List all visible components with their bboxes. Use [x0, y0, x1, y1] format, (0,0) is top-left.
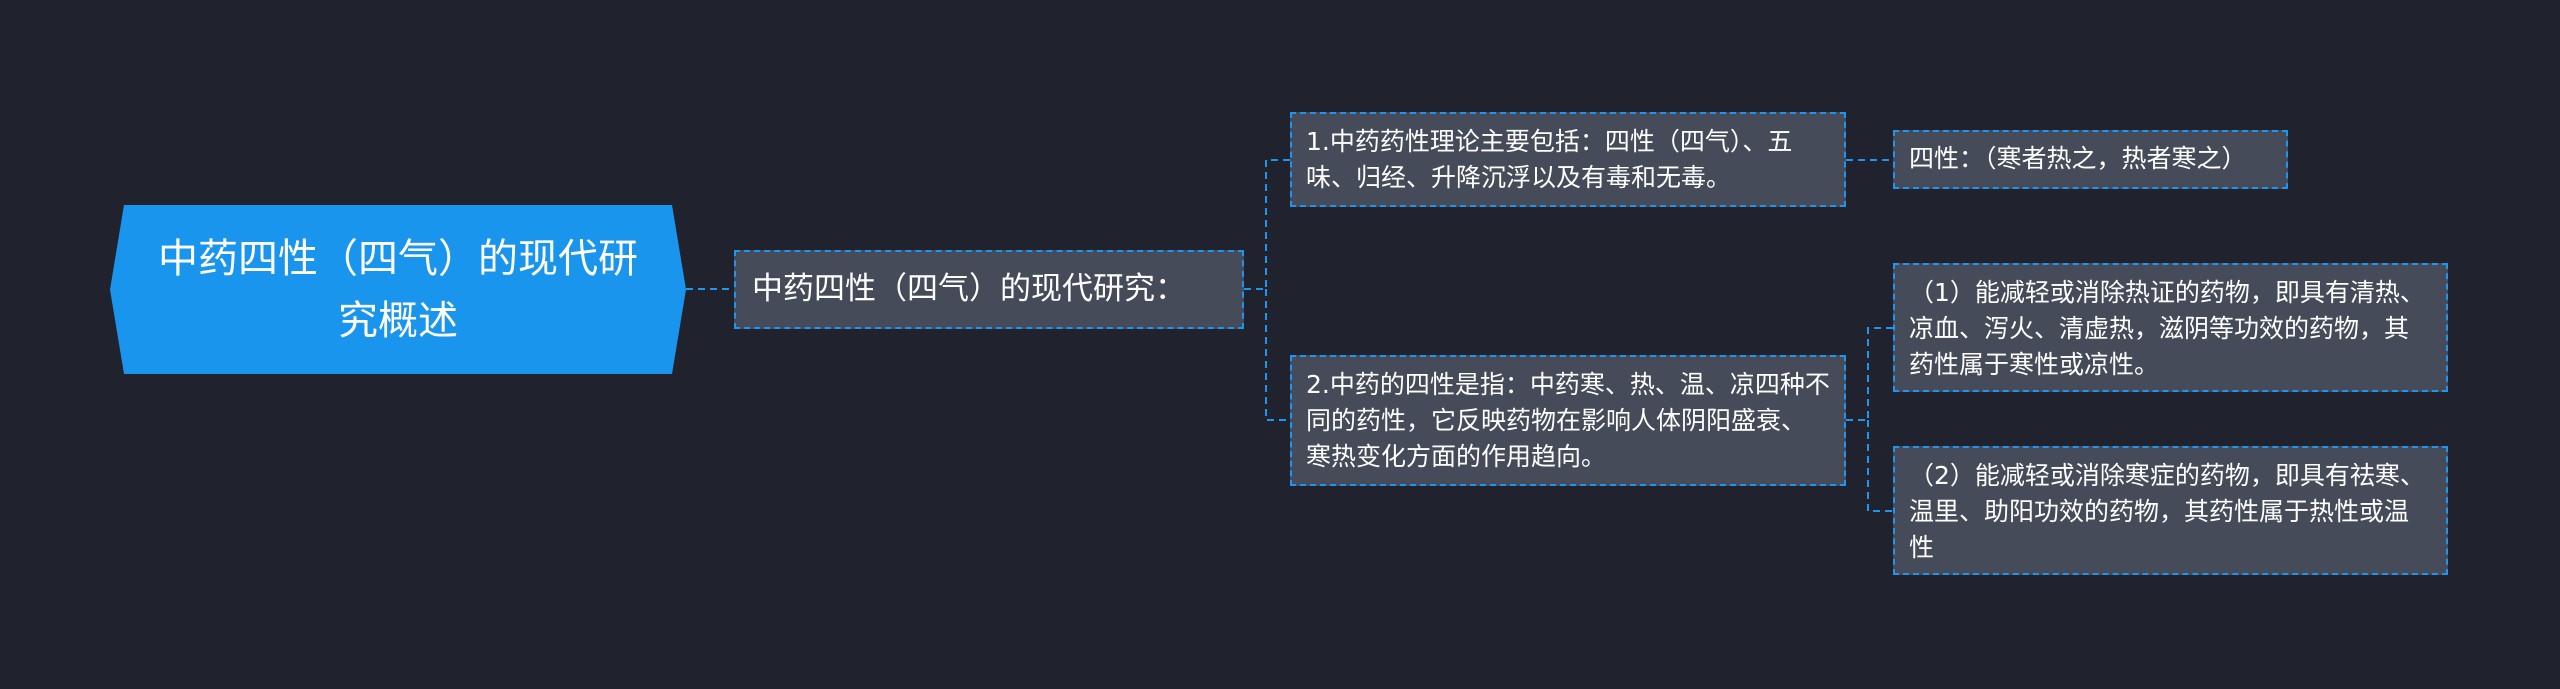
connector-branch-b-to-children [1846, 327, 1893, 421]
branch-b-node[interactable]: 2.中药的四性是指：中药寒、热、温、凉四种不同的药性，它反映药物在影响人体阴阳盛… [1290, 355, 1846, 486]
level1-node-label: 中药四性（四气）的现代研究： [752, 271, 1186, 307]
connector-level1-to-branch-a [1244, 159, 1290, 290]
level1-node[interactable]: 中药四性（四气）的现代研究： [734, 250, 1244, 329]
branch-a-child-label: 四性：（寒者热之，热者寒之） [1909, 144, 2247, 173]
connector-branch-b-to-child-2 [1867, 420, 1893, 512]
branch-b-node-label: 2.中药的四性是指：中药寒、热、温、凉四种不同的药性，它反映药物在影响人体阴阳盛… [1306, 370, 1830, 471]
branch-a-node[interactable]: 1.中药药性理论主要包括：四性（四气）、五味、归经、升降沉浮以及有毒和无毒。 [1290, 112, 1846, 207]
branch-b-child-1-label: （1）能减轻或消除热证的药物，即具有清热、凉血、泻火、清虚热，滋阴等功效的药物，… [1909, 278, 2425, 379]
branch-b-child-2-label: （2）能减轻或消除寒症的药物，即具有祛寒、温里、助阳功效的药物，其药性属于热性或… [1909, 461, 2425, 562]
root-node-label: 中药四性（四气）的现代研究概述 [158, 235, 638, 344]
root-node[interactable]: 中药四性（四气）的现代研究概述 [110, 205, 686, 374]
connector-level1-to-branch-b [1265, 289, 1290, 421]
branch-b-child-node-1[interactable]: （1）能减轻或消除热证的药物，即具有清热、凉血、泻火、清虚热，滋阴等功效的药物，… [1893, 263, 2448, 392]
branch-a-node-label: 1.中药药性理论主要包括：四性（四气）、五味、归经、升降沉浮以及有毒和无毒。 [1306, 127, 1793, 192]
branch-b-child-node-2[interactable]: （2）能减轻或消除寒症的药物，即具有祛寒、温里、助阳功效的药物，其药性属于热性或… [1893, 446, 2448, 575]
branch-a-child-node[interactable]: 四性：（寒者热之，热者寒之） [1893, 130, 2288, 189]
